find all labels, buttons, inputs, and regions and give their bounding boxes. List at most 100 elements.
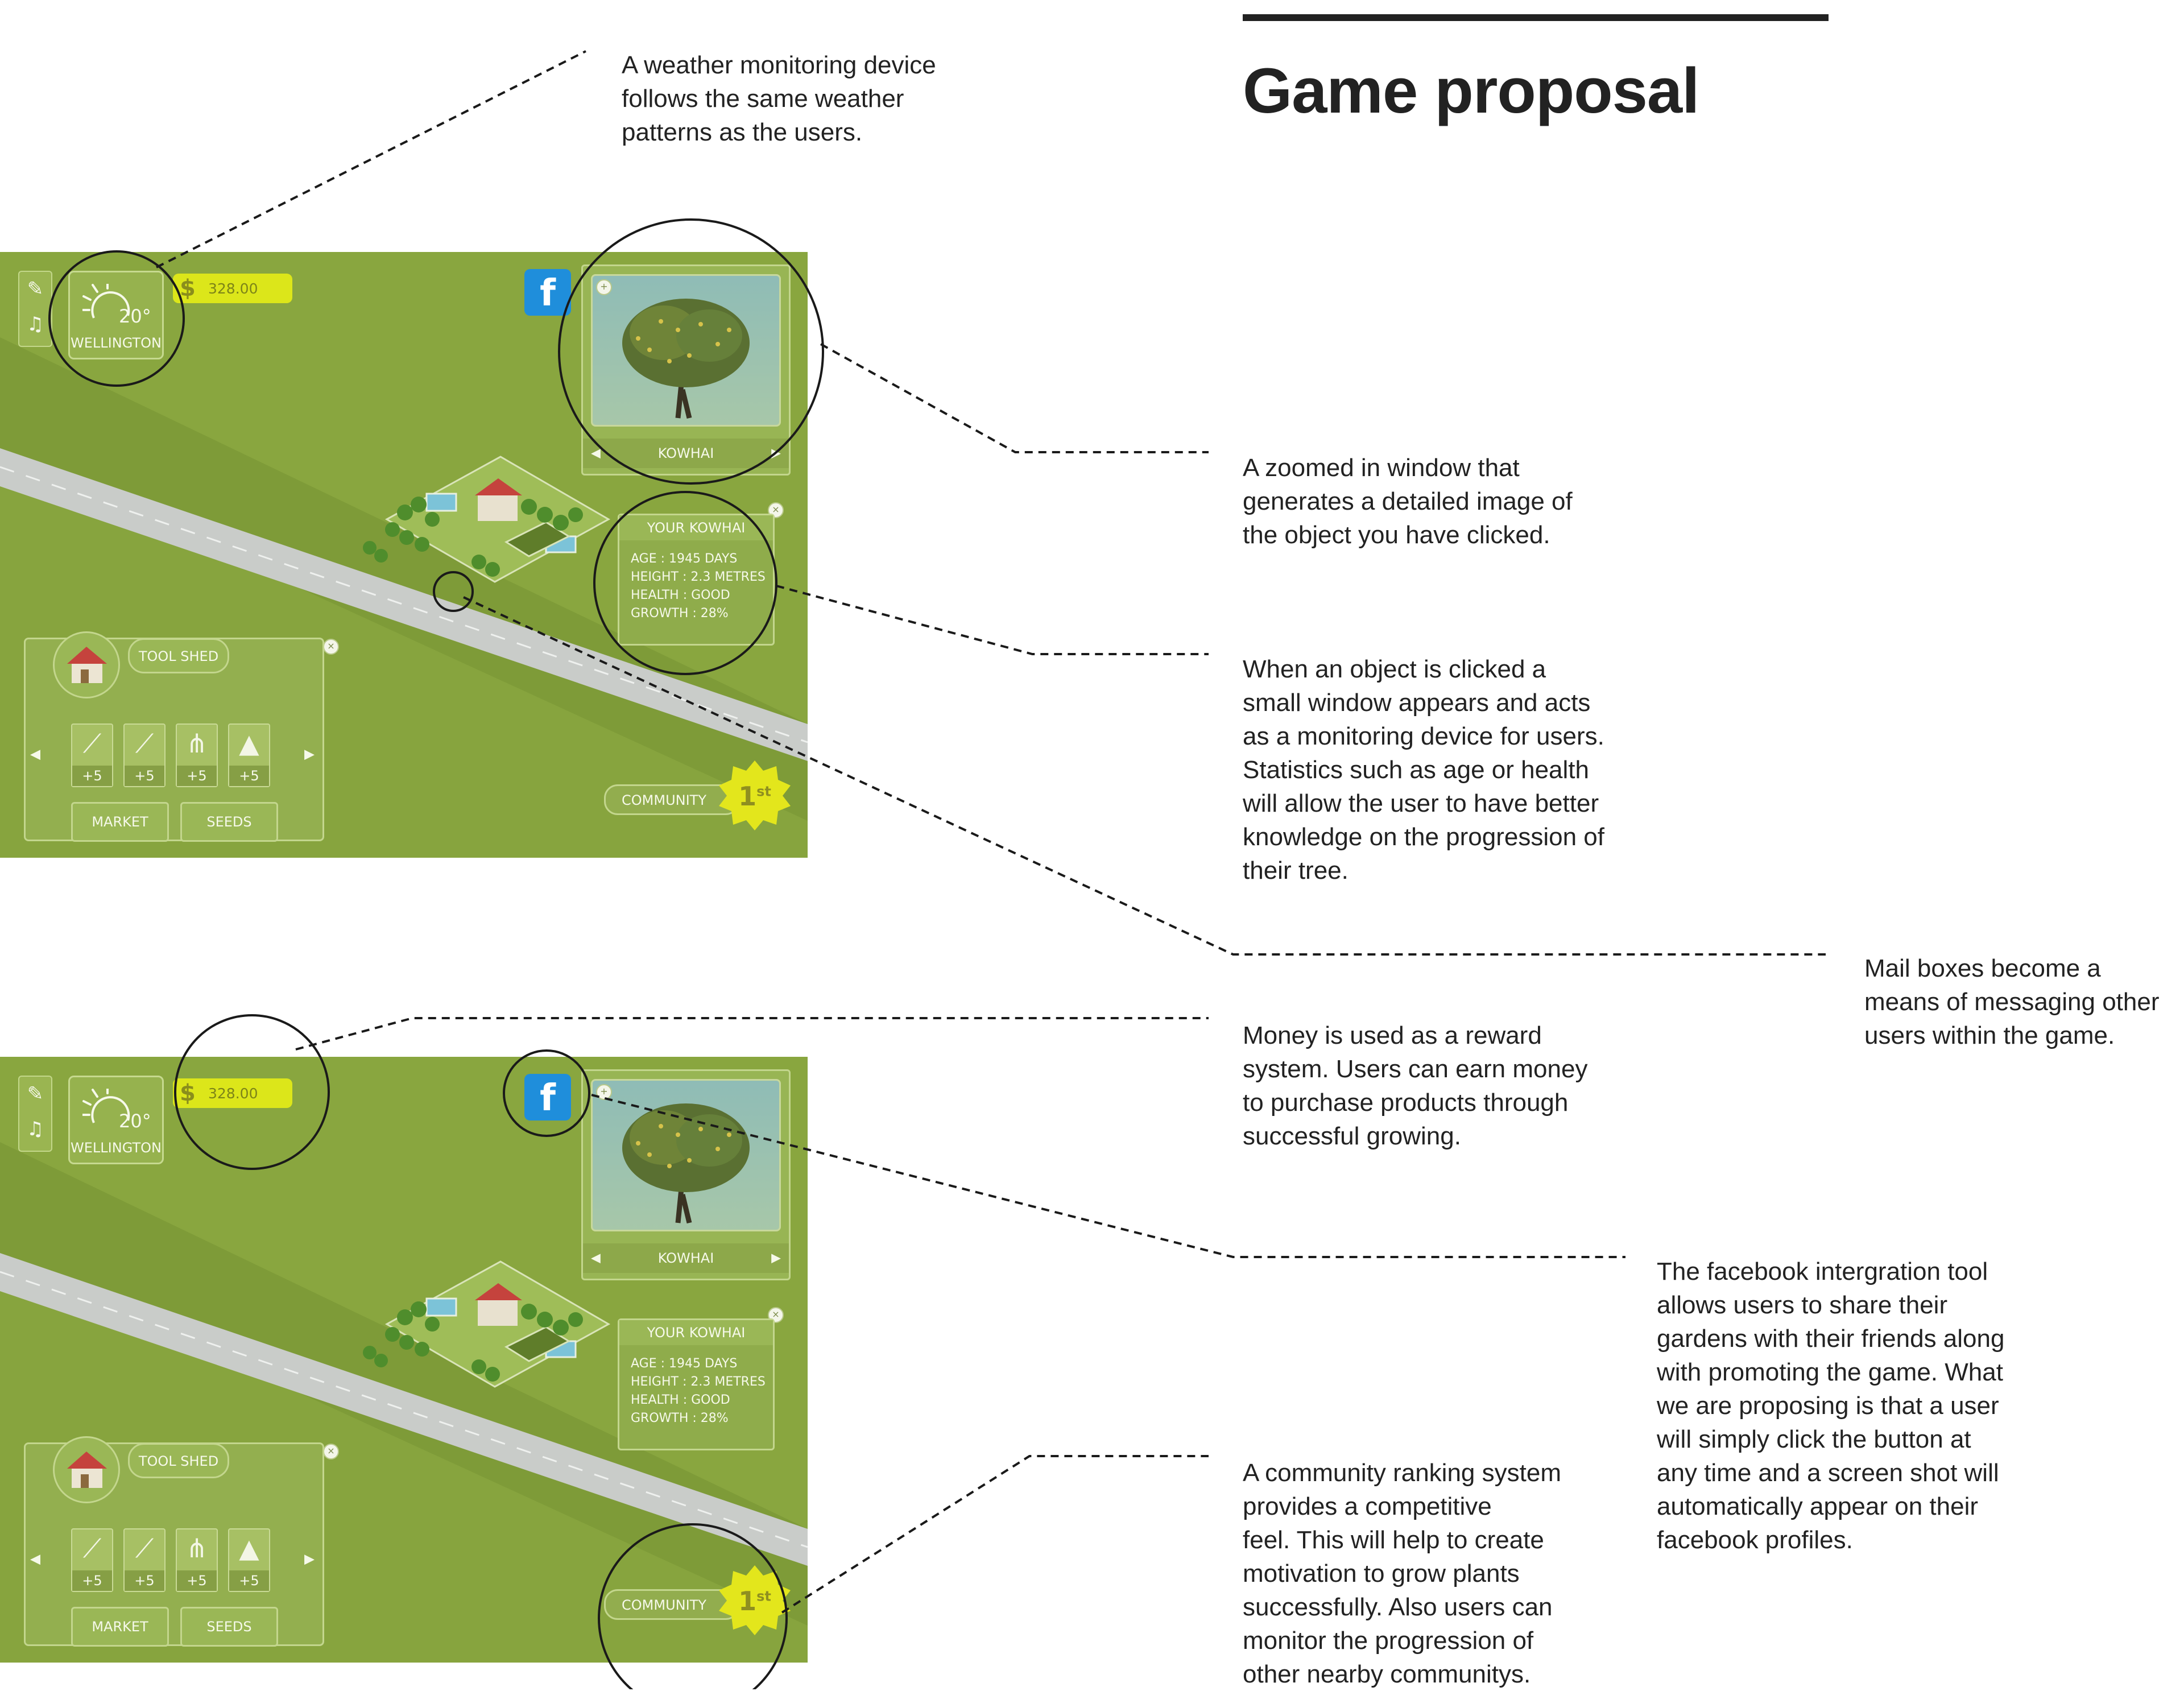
tool-slot[interactable]: ▲ +5 [228,1528,270,1592]
music-icon[interactable]: ♫ [26,313,44,336]
annotation-mail-boxes: Mail boxes become a means of messaging o… [1864,954,2160,1049]
community-label: COMMUNITY [622,1597,706,1613]
slot-value: +5 [177,766,217,786]
market-button[interactable]: MARKET [71,802,169,842]
seeds-button[interactable]: SEEDS [180,802,278,842]
trowel-icon: ⟋ [135,728,154,759]
tool-slot[interactable]: ⋔ +5 [176,1528,218,1592]
tool-slot[interactable]: ⟋ +5 [123,1528,166,1592]
plus-icon[interactable]: + [596,279,612,295]
stat-height: HEIGHT : 2.3 METRES [631,570,766,584]
money-leader-line [295,1017,1209,1051]
game-screen-top: ✎ ♫ 20° WELLINGTON $ 328.00 f [0,252,808,858]
stats-window: YOUR KOWHAI AGE : 1945 DAYS HEIGHT : 2.3… [618,1318,775,1450]
rake-icon: ⋔ [185,728,208,759]
next-arrow-icon[interactable]: ▶ [304,744,315,764]
tool-shed-panel: TOOL SHED ◀ ⟋ +5 ⟋ +5 ⋔ +5 ▲ +5 ▶ MARKET [24,1436,324,1647]
tree-selector: ◀ KOWHAI ▶ [583,1243,789,1273]
zoom-window: + ◀ KOWHAI ▶ [581,264,791,476]
weather-leader-line [156,50,586,268]
city-name: WELLINGTON [71,1140,162,1156]
rake-icon: ⋔ [185,1533,208,1564]
tree-selector: ◀ KOWHAI ▶ [583,439,789,468]
tree-image: + [591,1079,781,1231]
tree-name: KOWHAI [657,445,714,461]
weather-widget[interactable]: 20° WELLINGTON [68,271,164,359]
annotation-facebook: The facebook intergration tool allows us… [1657,1258,2005,1554]
zoom-window: + ◀ KOWHAI ▶ [581,1069,791,1280]
tool-shed-label: TOOL SHED [138,1453,219,1469]
soil-pile-icon: ▲ [239,728,259,759]
slot-value: +5 [229,1570,269,1591]
kowhai-tree-icon [622,299,750,419]
rank-badge: 1st [718,1563,792,1637]
annotation-money: Money is used as a reward system. Users … [1243,1022,1588,1150]
annotation-community: A community ranking system provides a co… [1243,1459,1561,1688]
money-badge: $ 328.00 [173,1078,292,1108]
stat-growth: GROWTH : 28% [631,606,729,621]
carrot-icon: ⟋ [82,1533,102,1564]
stat-health: HEALTH : GOOD [631,588,730,602]
money-badge: $ 328.00 [173,274,292,303]
temperature: 20° [119,305,151,327]
dollar-icon: $ [180,275,196,301]
tool-slot[interactable]: ⟋ +5 [123,723,166,787]
stats-title: YOUR KOWHAI [619,1320,773,1345]
facebook-button[interactable]: f [524,269,571,316]
close-icon[interactable]: × [323,639,339,655]
seeds-button[interactable]: SEEDS [180,1607,278,1647]
stat-age: AGE : 1945 DAYS [631,552,738,566]
tool-shed-tab[interactable]: TOOL SHED [128,1443,229,1478]
tool-slot[interactable]: ▲ +5 [228,723,270,787]
facebook-button[interactable]: f [524,1074,571,1121]
trowel-icon: ⟋ [135,1533,154,1564]
slot-value: +5 [125,1570,164,1591]
stats-leader-line [776,585,1209,655]
community-label: COMMUNITY [622,792,706,808]
tool-slot[interactable]: ⟋ +5 [71,1528,113,1592]
money-value: 328.00 [208,280,258,297]
close-icon[interactable]: × [323,1444,339,1460]
annotation-weather: A weather monitoring device follows the … [622,51,936,146]
sun-icon [82,1089,130,1123]
kowhai-tree-icon [622,1103,750,1224]
stat-growth: GROWTH : 28% [631,1411,729,1425]
prev-arrow-icon[interactable]: ◀ [30,1549,41,1569]
pen-icon[interactable]: ✎ [27,1082,44,1105]
slot-value: +5 [72,1570,112,1591]
plus-icon[interactable]: + [596,1084,612,1100]
stat-height: HEIGHT : 2.3 METRES [631,1375,766,1389]
community-leader-line [781,1455,1209,1614]
side-controls: ✎ ♫ [18,271,52,347]
temperature: 20° [119,1110,151,1132]
city-name: WELLINGTON [71,335,162,351]
slot-value: +5 [177,1570,217,1591]
tool-slot[interactable]: ⋔ +5 [176,723,218,787]
next-arrow-icon[interactable]: ▶ [771,1248,781,1267]
slot-value: +5 [125,766,164,786]
next-arrow-icon[interactable]: ▶ [304,1549,315,1569]
tool-shed-tab[interactable]: TOOL SHED [128,638,229,673]
title-rule [1243,14,1829,21]
side-controls: ✎ ♫ [18,1076,52,1152]
slot-value: +5 [229,766,269,786]
stat-age: AGE : 1945 DAYS [631,1357,738,1371]
dollar-icon: $ [180,1080,196,1106]
pen-icon[interactable]: ✎ [27,278,44,300]
annotation-zoom-window: A zoomed in window that generates a deta… [1243,454,1573,549]
tool-shed-label: TOOL SHED [138,648,219,664]
soil-pile-icon: ▲ [239,1533,259,1564]
tool-slot[interactable]: ⟋ +5 [71,723,113,787]
money-value: 328.00 [208,1085,258,1102]
zoom-leader-line [820,343,1209,453]
prev-arrow-icon[interactable]: ◀ [30,744,41,764]
stat-health: HEALTH : GOOD [631,1393,730,1407]
tool-shed-panel: TOOL SHED ◀ ⟋ +5 ⟋ +5 ⋔ +5 ▲ +5 ▶ MARKET [24,631,324,842]
rank-badge: 1st [718,758,792,832]
rank-value: 1st [738,781,771,812]
market-button[interactable]: MARKET [71,1607,169,1647]
music-icon[interactable]: ♫ [26,1118,44,1140]
tree-image: + [591,274,781,427]
next-arrow-icon[interactable]: ▶ [771,443,781,462]
weather-widget[interactable]: 20° WELLINGTON [68,1076,164,1164]
